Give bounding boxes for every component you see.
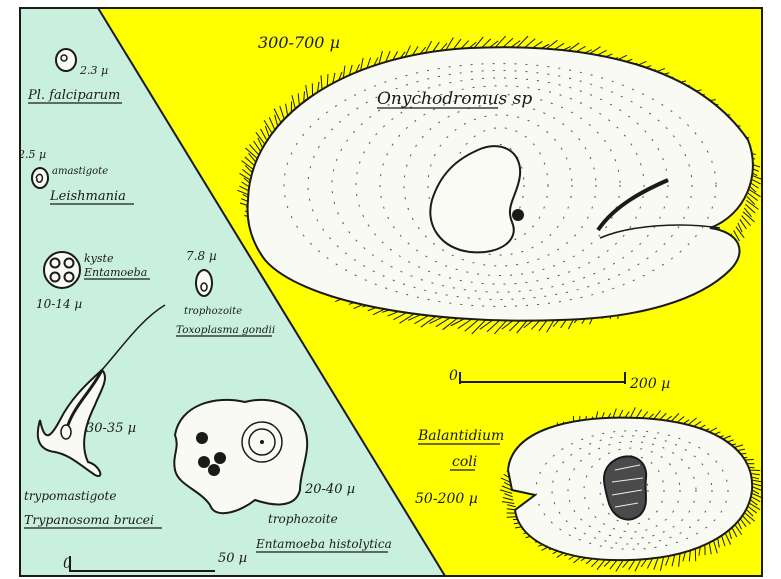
- small-trophozoite-name-label: Toxoplasma gondii: [176, 324, 275, 336]
- onychodromus-size-label: 300-700 µ: [258, 33, 340, 52]
- entamoeba-troph-stage-label: trophozoite: [268, 512, 338, 526]
- scale-zero-label: 0: [449, 368, 458, 384]
- trypanosoma-name-label: Trypanosoma brucei: [24, 512, 154, 527]
- scale-200-label: 200 µ: [629, 376, 670, 392]
- small-trophozoite-stage-label: trophozoite: [184, 306, 242, 317]
- trypanosoma-size-label: 30-35 µ: [86, 421, 136, 436]
- small-trophozoite-figure: [196, 270, 212, 296]
- entamoeba-cyst-stage-label-1: kyste: [84, 252, 114, 265]
- onychodromus-micronucleus: [512, 209, 524, 221]
- plasmodium-name-label: Pl. falciparum: [27, 88, 120, 103]
- leishmania-figure: [32, 168, 48, 188]
- plasmodium-figure: [56, 49, 76, 71]
- entamoeba-cyst-figure: [44, 252, 80, 288]
- entamoeba-troph-size-label: 20-40 µ: [304, 482, 355, 497]
- leishmania-name-label: Leishmania: [49, 189, 126, 204]
- trypanosoma-stage-label: trypomastigote: [24, 489, 116, 503]
- entamoeba-troph-name-label: Entamoeba histolytica: [255, 537, 392, 551]
- leishmania-size-label: 2.5 µ: [17, 148, 46, 161]
- balantidium-name-label-1: Balantidium: [417, 428, 504, 444]
- leishmania-stage-label: amastigote: [52, 166, 108, 177]
- scale-small-zero-label: 0: [63, 556, 72, 572]
- onychodromus-name-label: Onychodromus sp: [377, 89, 532, 109]
- plasmodium-size-label: 2.3 µ: [79, 64, 108, 77]
- entamoeba-cyst-size-label: 10-14 µ: [36, 297, 82, 311]
- scale-50-label: 50 µ: [218, 551, 247, 566]
- small-trophozoite-size-label: 7.8 µ: [186, 249, 217, 263]
- entamoeba-cyst-stage-label-2: Entamoeba: [83, 266, 147, 279]
- balantidium-name-label-2: coli: [452, 454, 477, 470]
- balantidium-size-label: 50-200 µ: [415, 491, 478, 507]
